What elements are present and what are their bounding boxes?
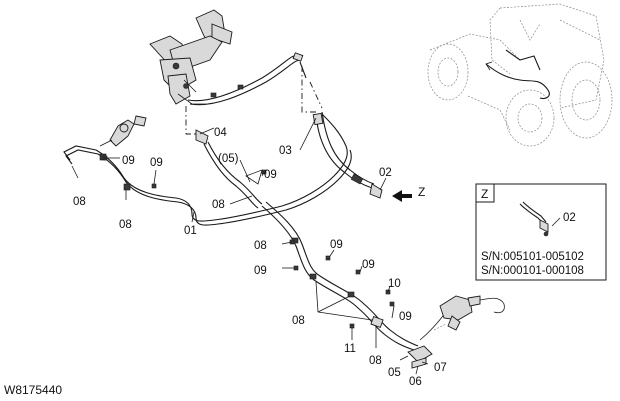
callout-11: 11 — [344, 343, 356, 355]
callout-09-b: 09 — [150, 157, 163, 169]
callout-08-b: 08 — [119, 219, 132, 231]
valve-block — [149, 9, 233, 105]
callout-08-a: 08 — [73, 196, 86, 208]
callout-08-d: 08 — [254, 240, 267, 252]
detail-callout-02: 02 — [563, 212, 576, 224]
detail-z-box: Z 02 S/N:005101-005102 S/N:000101-000108 — [475, 183, 607, 281]
callout-09-c: 09 — [264, 169, 277, 181]
left-bracket — [99, 115, 147, 147]
hose-03 — [312, 111, 383, 199]
callout-01: 01 — [184, 225, 197, 237]
view-arrow-z: Z — [392, 185, 425, 202]
callout-09-a: 09 — [122, 155, 135, 167]
callout-08-c: 08 — [212, 199, 225, 211]
figure-id: W8175440 — [4, 383, 62, 397]
callout-07: 07 — [434, 362, 447, 374]
upper-hose — [187, 52, 307, 106]
callout-10: 10 — [388, 278, 401, 290]
callout-04: 04 — [214, 127, 227, 139]
callout-09-d: 09 — [330, 239, 343, 251]
callout-03: 03 — [279, 145, 292, 157]
lower-hose — [261, 201, 433, 369]
leader-lines — [71, 117, 429, 375]
hose-05 — [195, 129, 263, 209]
serial-range-2: S/N:000101-000108 — [481, 265, 584, 277]
callout-02: 02 — [379, 167, 392, 179]
callout-09-g: 09 — [399, 311, 412, 323]
callout-08-e: 08 — [292, 315, 305, 327]
serial-range-1: S/N:005101-005102 — [481, 251, 584, 263]
callout-05: 05 — [388, 367, 401, 379]
callout-06: 06 — [409, 376, 422, 388]
callout-08-f: 08 — [369, 355, 382, 367]
callout-09-f: 09 — [362, 259, 375, 271]
connection-lines — [185, 66, 323, 135]
callout-05-ref: (05) — [218, 153, 239, 165]
view-arrow-label: Z — [418, 185, 425, 199]
callout-labels: 04 (05) 03 02 09 09 09 08 08 01 08 08 09… — [73, 127, 447, 388]
right-connector — [419, 295, 505, 341]
callout-09-e: 09 — [254, 265, 267, 277]
detail-title: Z — [481, 187, 488, 201]
tractor-overview — [427, 3, 613, 147]
